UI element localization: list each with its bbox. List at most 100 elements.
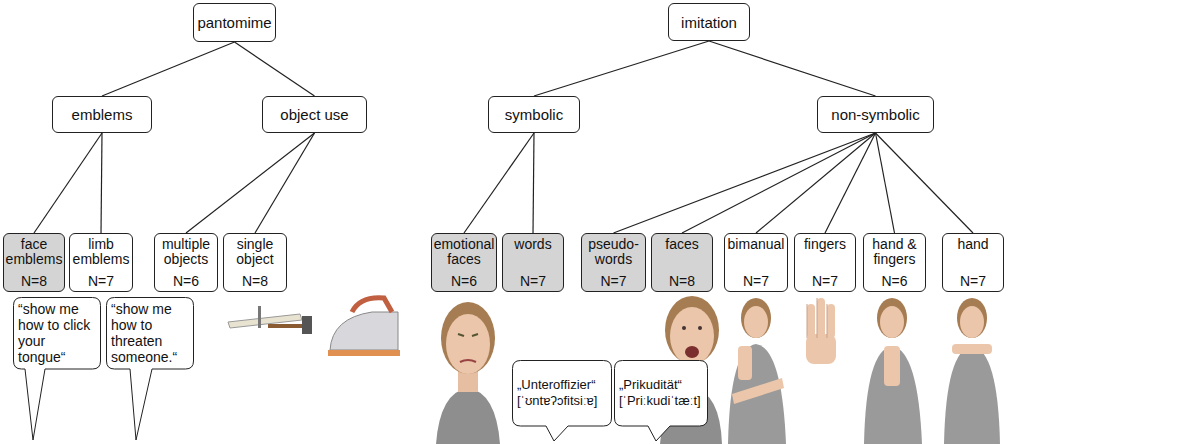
tool-illustration: [228, 298, 400, 356]
face-photo-part: [682, 326, 686, 330]
tree-branch: [614, 133, 876, 233]
speech-bubble: „Unteroffizier“[ˈʊntɐʔɔfitsiːɐ]: [512, 360, 612, 442]
label-text: „Unteroffizier“: [517, 377, 607, 393]
bimanual-gesture-photo-part: [738, 346, 752, 380]
tool-illustration-part: [302, 316, 312, 334]
condition-box: emotional facesN=6: [431, 233, 497, 292]
label-text: emblems: [72, 106, 133, 123]
hand-fingers-gesture-photo-part: [880, 306, 904, 338]
emotional-face-photo-part: [446, 314, 490, 374]
text-area: limb emblemsN=7: [70, 234, 132, 291]
sample-size: N=7: [960, 274, 986, 289]
hand-gesture-photo-part: [944, 346, 1000, 444]
emotional-face-photo: [436, 302, 500, 444]
text-area: symbolic: [489, 97, 579, 132]
face-photo-part: [685, 346, 699, 358]
tree-branch: [255, 133, 315, 233]
condition-box: bimanualN=7: [724, 233, 788, 292]
text-area: pseudo-wordsN=7: [582, 234, 645, 291]
text-area: “show me how to threaten someone.“: [106, 297, 194, 369]
speech-bubble-shape: [14, 298, 101, 441]
text-area: „Prikudität“[ˈPriːkudiˈtæːt]: [614, 360, 708, 426]
label-text: object use: [280, 106, 348, 123]
label-text: pseudo-words: [584, 237, 643, 267]
condition-box: hand & fingersN=6: [863, 233, 926, 292]
sample-size: N=6: [881, 274, 907, 289]
tree-branch: [464, 133, 534, 233]
tree-branch: [235, 42, 315, 96]
sample-size: N=7: [743, 274, 769, 289]
label-text: „Prikudität“: [619, 377, 703, 393]
speech-bubble: “show me how to threaten someone.“: [106, 297, 194, 441]
label-text: symbolic: [505, 106, 563, 123]
hand-gesture-photo-part: [952, 344, 992, 354]
label-text: multiple objects: [157, 237, 215, 267]
sample-size: N=8: [21, 274, 47, 289]
text-area: facesN=8: [652, 234, 712, 291]
label-text: bimanual: [728, 237, 785, 252]
tool-illustration-part: [330, 312, 398, 350]
tree-branch: [34, 133, 102, 233]
bimanual-gesture-photo-part: [744, 306, 768, 338]
root-box: imitation: [668, 3, 750, 41]
phonetic-text: [ˈʊntɐʔɔfitsiːɐ]: [517, 393, 607, 409]
category-box: object use: [262, 96, 367, 133]
speech-bubble: „Prikudität“[ˈPriːkudiˈtæːt]: [614, 360, 708, 442]
tree-branch: [825, 133, 876, 233]
hand-fingers-gesture-photo-part: [877, 298, 907, 338]
text-area: “show me how to click your tongue“: [13, 297, 101, 369]
category-box: symbolic: [488, 96, 580, 133]
hand-fingers-gesture-photo-part: [864, 346, 922, 444]
text-area: fingersN=7: [795, 234, 855, 291]
tree-branch: [533, 133, 534, 233]
finger-gesture-photo-part: [817, 298, 825, 338]
text-area: handN=7: [943, 234, 1003, 291]
label-text: limb emblems: [72, 237, 130, 267]
label-text: words: [514, 237, 551, 252]
tree-branch: [756, 133, 876, 233]
bimanual-gesture-photo-part: [728, 344, 786, 444]
finger-gesture-photo-part: [827, 304, 835, 338]
tree-branch: [102, 42, 235, 96]
face-photo-part: [670, 307, 714, 365]
sample-size: N=6: [451, 274, 477, 289]
label-text: imitation: [681, 14, 737, 31]
emotional-face-photo-part: [436, 388, 500, 444]
label-text: non-symbolic: [831, 106, 919, 123]
tree-branch: [876, 133, 974, 233]
label-text: face emblems: [6, 237, 63, 267]
label-text: single object: [226, 237, 284, 267]
text-area: emblems: [53, 97, 151, 132]
bimanual-gesture-photo-part: [732, 378, 784, 404]
condition-box: single objectN=8: [223, 233, 287, 292]
label-text: “show me how to click your tongue“: [18, 301, 96, 365]
sample-size: N=7: [88, 274, 114, 289]
condition-box: fingersN=7: [794, 233, 856, 292]
finger-gesture-photo-part: [807, 304, 815, 338]
finger-gesture-photo-part: [806, 334, 836, 364]
text-area: non-symbolic: [818, 97, 933, 132]
text-area: multiple objectsN=6: [155, 234, 217, 291]
text-area: wordsN=7: [503, 234, 563, 291]
label-text: hand: [957, 237, 988, 252]
condition-box: facesN=8: [651, 233, 713, 292]
hand-fingers-gesture-photo: [864, 298, 922, 444]
text-area: pantomime: [194, 4, 275, 41]
finger-gesture-photo-part: [807, 298, 827, 338]
text-area: emotional facesN=6: [432, 234, 496, 291]
speech-bubble-shape: [107, 298, 194, 441]
label-text: “show me how to threaten someone.“: [111, 301, 189, 365]
tree-branch: [876, 133, 895, 233]
sample-size: N=6: [173, 274, 199, 289]
tool-illustration-part: [258, 306, 261, 328]
bimanual-gesture-photo: [728, 298, 786, 444]
speech-bubble-shape: [615, 361, 708, 442]
label-text: fingers: [804, 237, 846, 252]
sample-size: N=7: [600, 274, 626, 289]
text-area: face emblemsN=8: [4, 234, 64, 291]
emotional-face-photo-part: [458, 334, 478, 336]
sample-size: N=7: [520, 274, 546, 289]
phonetic-text: [ˈPriːkudiˈtæːt]: [619, 393, 703, 409]
label-text: faces: [665, 237, 698, 252]
